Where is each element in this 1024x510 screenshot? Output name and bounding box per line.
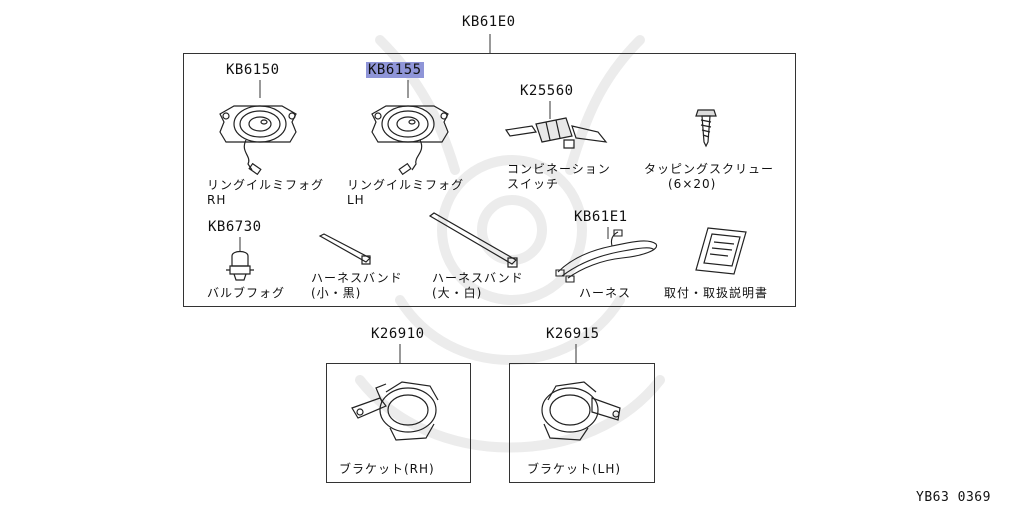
part-code-bracket-rh[interactable]: K26910: [371, 326, 425, 342]
part-name-manual: 取付・取扱説明書: [664, 286, 769, 300]
part-name-harness: ハーネス: [579, 286, 632, 300]
bracket-lh-frame: [509, 363, 655, 483]
part-name-screw: タッピングスクリュー: [644, 162, 775, 176]
combination-switch-drawing[interactable]: [502, 112, 614, 156]
part-name-bracket-rh: ブラケット(RH): [339, 462, 435, 476]
leader-fog-lh: [406, 80, 410, 100]
part-code-highlight[interactable]: KB6155: [366, 62, 424, 78]
part-name-switch-2: スイッチ: [507, 177, 560, 191]
part-name-switch-1: コンビネーション: [507, 162, 611, 176]
leader-bracket-lh: [574, 344, 578, 364]
part-name-fog-lh: リングイルミフォグ: [347, 178, 465, 192]
part-side-fog-rh: RH: [207, 193, 227, 207]
harness-band-small-drawing[interactable]: [318, 232, 374, 268]
leader-bracket-rh: [398, 344, 402, 364]
leader-switch: [548, 101, 552, 121]
part-code-switch[interactable]: K25560: [520, 83, 574, 99]
part-side-fog-lh: LH: [347, 193, 365, 207]
kit-frame: [183, 53, 796, 307]
part-size-screw: (6×20): [668, 177, 717, 191]
bracket-lh-drawing[interactable]: [530, 378, 630, 448]
leader-harness: [606, 227, 610, 241]
assembly-code[interactable]: KB61E0: [462, 14, 516, 30]
assembly-leader-line: [488, 34, 492, 54]
part-code-bulb[interactable]: KB6730: [208, 219, 262, 235]
part-name-bulb: バルブフォグ: [207, 286, 286, 300]
manual-drawing[interactable]: [694, 226, 748, 276]
diagram-reference-code: YB63 0369: [916, 490, 991, 505]
part-code-fog-rh[interactable]: KB6150: [226, 62, 280, 78]
part-name-band-small: ハーネスバンド: [311, 271, 403, 285]
bracket-rh-drawing[interactable]: [346, 378, 446, 448]
part-code-bracket-lh[interactable]: K26915: [546, 326, 600, 342]
tapping-screw-drawing[interactable]: [692, 104, 720, 148]
part-spec-band-small: (小・黒): [311, 286, 362, 300]
part-name-bracket-lh: ブラケット(LH): [527, 462, 622, 476]
part-code-harness[interactable]: KB61E1: [574, 209, 628, 225]
part-name-fog-rh: リングイルミフォグ: [207, 178, 325, 192]
leader-fog-rh: [258, 80, 262, 100]
harness-band-large-drawing[interactable]: [428, 212, 520, 270]
fog-lamp-lh-drawing[interactable]: [364, 92, 456, 180]
bracket-rh-frame: [326, 363, 471, 483]
fog-lamp-rh-drawing[interactable]: [212, 92, 304, 180]
leader-bulb: [238, 237, 242, 253]
part-name-band-large: ハーネスバンド: [432, 271, 524, 285]
bulb-drawing[interactable]: [222, 248, 258, 284]
part-spec-band-large: (大・白): [432, 286, 483, 300]
harness-drawing[interactable]: [552, 228, 662, 286]
part-code-fog-lh[interactable]: KB6155: [366, 62, 424, 78]
